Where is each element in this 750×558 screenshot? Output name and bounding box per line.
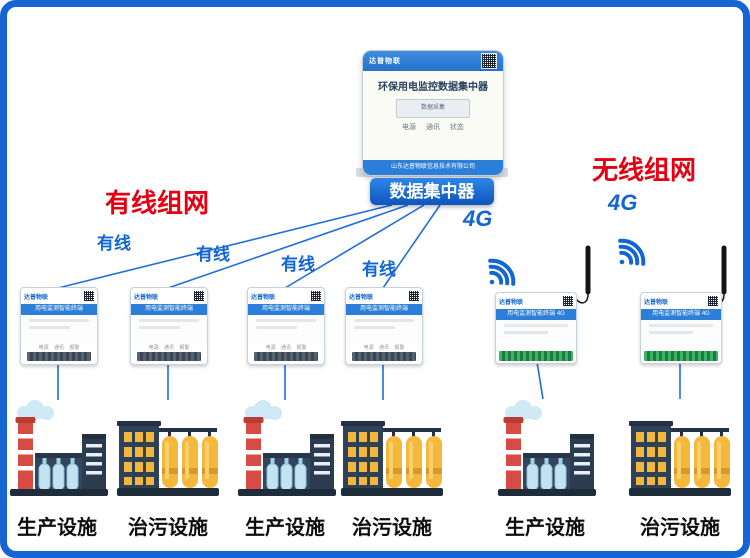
- concentrator-tag-label: 数据集中器: [370, 178, 494, 205]
- meter-indicators: 电源 通讯 报警: [265, 345, 307, 351]
- wired-meter-3: 达普物联 用电监测智能终端 电源 通讯 报警: [247, 287, 325, 365]
- wired-connection-lines: [57, 204, 681, 400]
- meter-header: 达普物联: [21, 288, 97, 304]
- wired-link-label-3: 有线: [281, 255, 315, 274]
- facility-label-5: 生产设施: [505, 517, 585, 539]
- terminal-strip: [644, 351, 718, 361]
- brand-logo: 达普物联: [349, 294, 374, 301]
- meter-title: 用电监测智能终端: [21, 304, 97, 315]
- meter-title: 用电监测智能终端: [346, 304, 422, 315]
- brand-logo: 达普物联: [134, 294, 159, 301]
- facility-label-1: 生产设施: [17, 517, 97, 539]
- meter-title: 用电监测智能终端 4G: [496, 309, 576, 320]
- production-factory-icon: [497, 399, 597, 497]
- facility-label-3: 生产设施: [245, 517, 325, 539]
- concentrator-header: 达普物联: [363, 51, 503, 71]
- facility-production-1: [2, 398, 112, 498]
- qr-code-icon: [84, 291, 94, 301]
- meter-face: [641, 320, 721, 351]
- terminal-strip: [352, 352, 416, 361]
- facility-label-2: 治污设施: [128, 517, 208, 539]
- wireless-group-title: 无线组网: [592, 155, 697, 185]
- facility-label-4: 治污设施: [352, 517, 432, 539]
- treatment-factory-icon: [341, 421, 443, 496]
- brand-logo: 达普物联: [644, 299, 669, 306]
- treatment-factory-icon: [117, 421, 219, 496]
- brand-logo: 达普物联: [369, 58, 401, 65]
- wireless-meter-2: 达普物联 用电监测智能终端 4G: [640, 292, 722, 364]
- terminal-strip: [27, 352, 91, 361]
- qr-code-icon: [481, 53, 497, 69]
- wifi-signal-icon: [488, 258, 516, 286]
- meter-face: [496, 320, 576, 351]
- concentrator-device: 达普物联 环保用电监控数据集中器 数据采集 电源 通讯 状态 山东达普物联信息技…: [362, 50, 504, 176]
- facility-production-2: [230, 398, 340, 498]
- meter-header: 达普物联: [248, 288, 324, 304]
- brand-logo: 达普物联: [24, 294, 49, 301]
- brand-logo: 达普物联: [499, 299, 524, 306]
- meter-face: [248, 315, 324, 344]
- wired-link-label-1: 有线: [97, 234, 131, 253]
- antenna-icon: [575, 245, 591, 304]
- meter-header: 达普物联: [131, 288, 207, 304]
- brand-logo: 达普物联: [251, 294, 276, 301]
- wired-link-label-2: 有线: [196, 245, 230, 264]
- meter-face: [346, 315, 422, 344]
- qr-code-icon: [708, 296, 718, 306]
- meter-indicators: 电源 通讯 报警: [148, 345, 190, 351]
- terminal-strip: [254, 352, 318, 361]
- qr-code-icon: [409, 291, 419, 301]
- meter-face: [131, 315, 207, 344]
- meter-title: 用电监测智能终端 4G: [641, 309, 721, 320]
- concentrator-screen: 数据采集: [396, 99, 470, 118]
- qr-code-icon: [311, 291, 321, 301]
- wired-group-title: 有线组网: [105, 188, 210, 218]
- production-factory-icon: [237, 399, 337, 497]
- facility-treatment-1: [113, 398, 223, 498]
- wired-link-label-4: 有线: [362, 260, 396, 279]
- concentrator-indicators: 电源 通讯 状态: [402, 124, 464, 131]
- qr-code-icon: [194, 291, 204, 301]
- tech-4g-label-2: 4G: [608, 190, 638, 215]
- concentrator-company: 山东达普物联信息技术有限公司: [363, 160, 503, 175]
- production-factory-icon: [9, 399, 109, 497]
- meter-indicators: 电源 通讯 报警: [363, 345, 405, 351]
- meter-indicators: 电源 通讯 报警: [38, 345, 80, 351]
- terminal-strip: [499, 351, 573, 361]
- facility-production-3: [490, 398, 600, 498]
- facility-treatment-2: [337, 398, 447, 498]
- facility-label-6: 治污设施: [640, 517, 720, 539]
- meter-title: 用电监测智能终端: [131, 304, 207, 315]
- facility-treatment-3: [625, 398, 735, 498]
- wifi-signal-icon: [618, 238, 646, 266]
- wired-meter-2: 达普物联 用电监测智能终端 电源 通讯 报警: [130, 287, 208, 365]
- concentrator-title: 环保用电监控数据集中器: [378, 82, 488, 93]
- terminal-strip: [137, 352, 201, 361]
- meter-header: 达普物联: [496, 293, 576, 309]
- meter-title: 用电监测智能终端: [248, 304, 324, 315]
- treatment-factory-icon: [629, 421, 731, 496]
- qr-code-icon: [563, 296, 573, 306]
- tech-4g-label-1: 4G: [463, 206, 493, 231]
- wireless-meter-1: 达普物联 用电监测智能终端 4G: [495, 292, 577, 364]
- wired-meter-4: 达普物联 用电监测智能终端 电源 通讯 报警: [345, 287, 423, 365]
- wired-meter-1: 达普物联 用电监测智能终端 电源 通讯 报警: [20, 287, 98, 365]
- meter-header: 达普物联: [641, 293, 721, 309]
- meter-face: [21, 315, 97, 344]
- meter-header: 达普物联: [346, 288, 422, 304]
